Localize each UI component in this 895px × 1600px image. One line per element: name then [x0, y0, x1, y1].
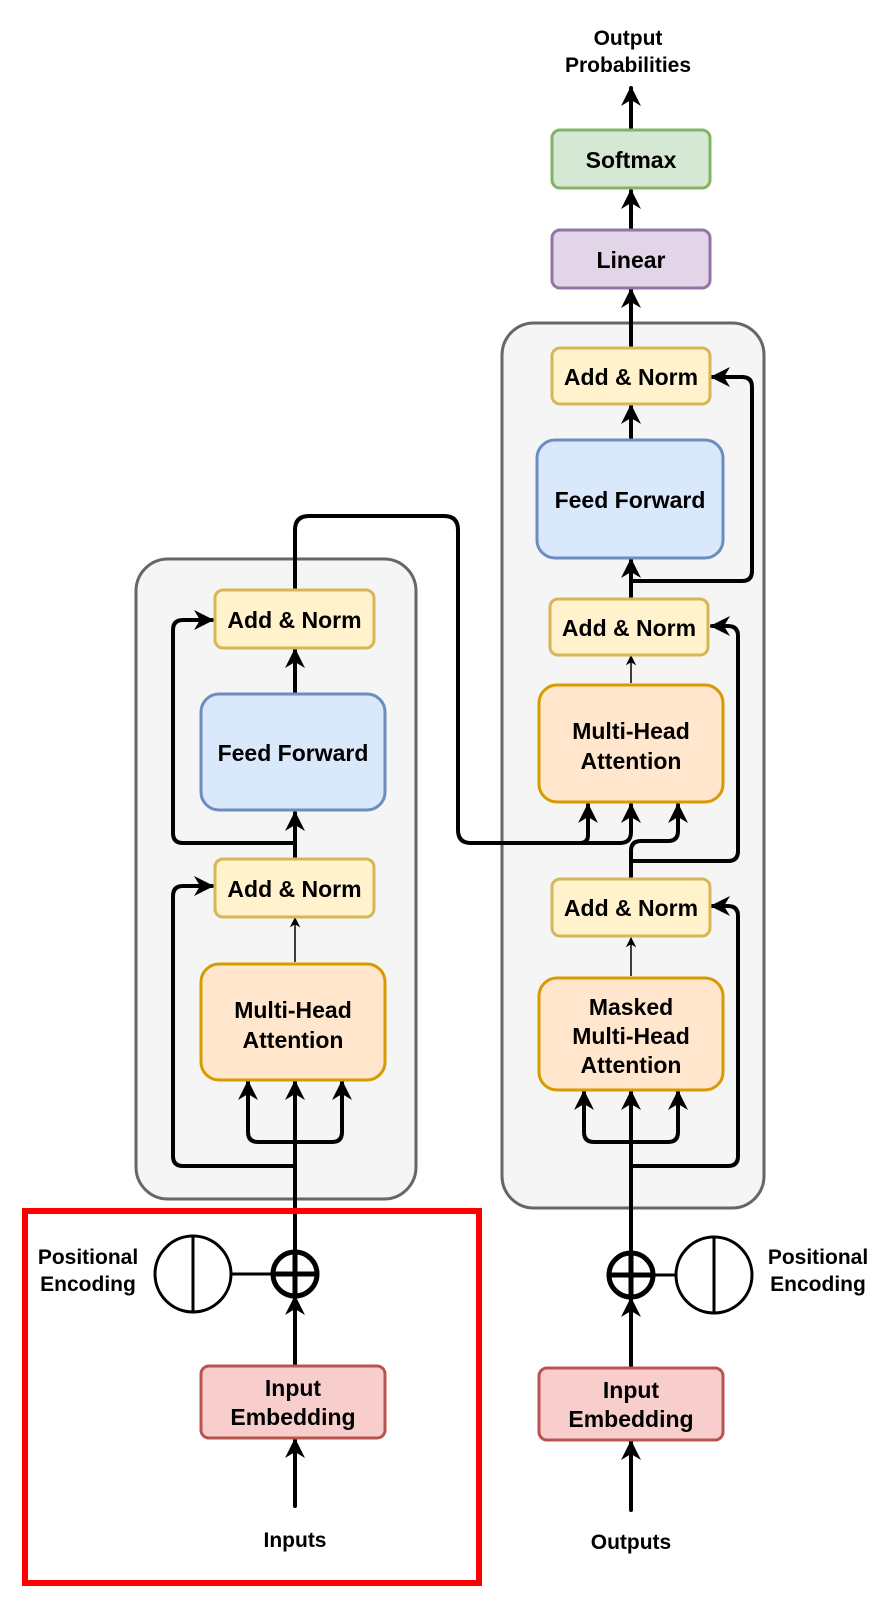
decoder-add-norm-middle-label: Add & Norm [562, 615, 696, 641]
encoder-multi-head-attention: Multi-Head Attention [199, 962, 387, 1082]
decoder-feed-forward-label: Feed Forward [555, 487, 706, 513]
decoder-feed-forward: Feed Forward [535, 438, 725, 560]
inputs-label: Inputs [264, 1529, 327, 1552]
linear-label: Linear [596, 247, 665, 273]
decoder-masked-attention-line-1: Masked [589, 994, 673, 1020]
decoder-masked-attention-line-3: Attention [581, 1052, 682, 1078]
decoder-add-norm-bottom: Add & Norm [550, 877, 712, 938]
decoder-positional-encoding: Positional Encoding [606, 1235, 868, 1315]
decoder-positional-label-1: Positional [768, 1246, 868, 1269]
linear-block: Linear [550, 228, 712, 290]
encoder-feed-forward-label: Feed Forward [218, 740, 369, 766]
output-probabilities-line-2: Probabilities [565, 54, 691, 77]
decoder-cross-attention-line-2: Attention [581, 748, 682, 774]
encoder-add-norm-bottom: Add & Norm [213, 857, 376, 919]
encoder-wires [171, 514, 641, 1508]
encoder-attention-line-1: Multi-Head [234, 997, 352, 1023]
encoder-attention-line-2: Attention [243, 1027, 344, 1053]
encoder-feed-forward: Feed Forward [199, 692, 387, 812]
decoder-add-norm-middle: Add & Norm [548, 597, 710, 657]
softmax-label: Softmax [586, 147, 677, 173]
decoder-add-norm-top: Add & Norm [550, 346, 712, 406]
decoder-cross-attention-line-1: Multi-Head [572, 718, 690, 744]
decoder-add-norm-top-label: Add & Norm [564, 364, 698, 390]
outputs-label: Outputs [591, 1531, 671, 1554]
decoder-positional-label-2: Encoding [770, 1273, 866, 1296]
decoder-masked-attention: Masked Multi-Head Attention [537, 976, 725, 1092]
encoder-add-norm-bottom-label: Add & Norm [227, 876, 361, 902]
encoder-add-norm-top: Add & Norm [213, 588, 376, 650]
decoder-add-norm-bottom-label: Add & Norm [564, 895, 698, 921]
highlight-box [22, 1208, 482, 1586]
decoder-output-embedding: Input Embedding [537, 1366, 725, 1442]
decoder-wires [574, 86, 754, 1512]
encoder-positional-label-2: Encoding [40, 1273, 136, 1296]
softmax-block: Softmax [550, 128, 712, 190]
decoder-embedding-line-2: Embedding [568, 1406, 693, 1432]
encoder-embedding-line-2: Embedding [230, 1404, 355, 1430]
decoder-cross-attention: Multi-Head Attention [537, 683, 725, 804]
encoder-positional-label-1: Positional [38, 1246, 138, 1269]
decoder-masked-attention-line-2: Multi-Head [572, 1023, 690, 1049]
encoder-embedding-line-1: Input [265, 1375, 322, 1401]
decoder-embedding-line-1: Input [603, 1377, 660, 1403]
output-probabilities-line-1: Output [594, 27, 663, 50]
encoder-positional-encoding: Positional Encoding [38, 1234, 320, 1314]
encoder-input-embedding: Input Embedding [199, 1364, 387, 1440]
encoder-add-norm-top-label: Add & Norm [227, 607, 361, 633]
